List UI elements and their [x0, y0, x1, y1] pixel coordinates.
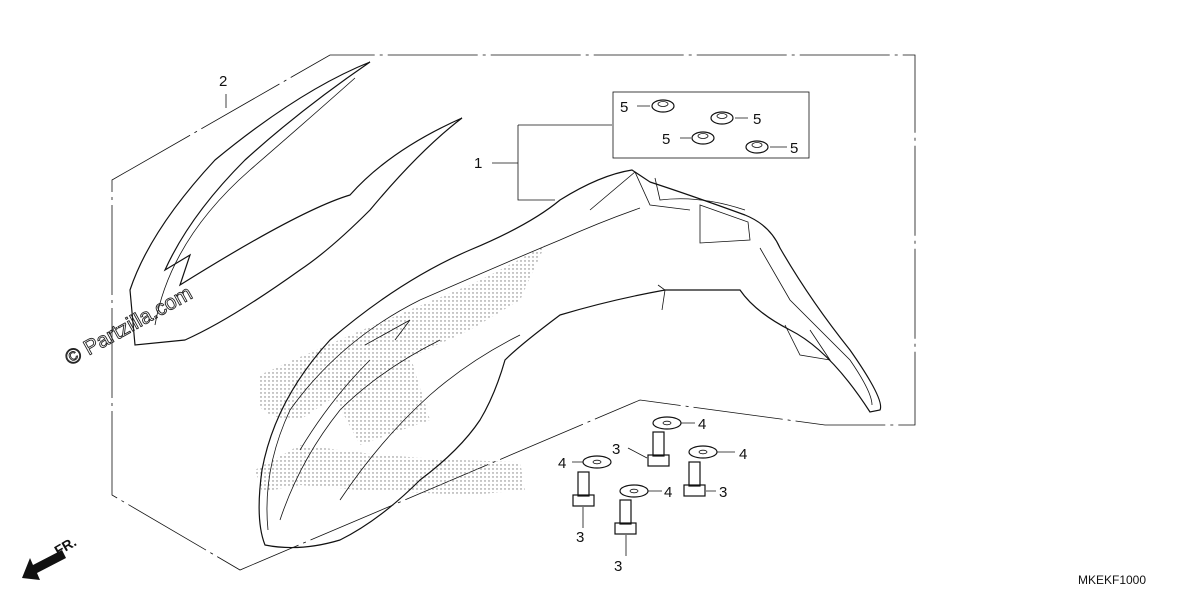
callout-4c: 4 — [558, 455, 566, 472]
callout-4b: 4 — [739, 446, 747, 463]
callout-3a: 3 — [612, 441, 620, 458]
callout-4d: 4 — [664, 484, 672, 501]
callout-3b: 3 — [719, 484, 727, 501]
diagram-code: MKEKF1000 — [1078, 573, 1146, 587]
assembly-boundary — [111, 54, 916, 571]
callout-5b: 5 — [753, 111, 761, 128]
front-fender — [258, 169, 882, 549]
washer-icon — [582, 416, 718, 498]
bolt-icon — [572, 431, 706, 535]
stripe-decal — [129, 61, 463, 346]
callout-5d: 5 — [790, 140, 798, 157]
callout-5c: 5 — [662, 131, 670, 148]
grommet-group-box — [612, 91, 810, 159]
callout-3c: 3 — [576, 529, 584, 546]
watermark: © Partzilla.com — [61, 282, 196, 371]
callout-3d: 3 — [614, 558, 622, 575]
honda-logo-dotted — [255, 245, 545, 495]
grommet-nut-icon — [651, 99, 769, 154]
callout-2: 2 — [219, 73, 227, 90]
callout-4a: 4 — [698, 416, 706, 433]
part-1-leader — [492, 124, 612, 201]
callout-1: 1 — [474, 155, 482, 172]
front-direction-arrow-icon — [22, 550, 66, 580]
callout-5a: 5 — [620, 99, 628, 116]
